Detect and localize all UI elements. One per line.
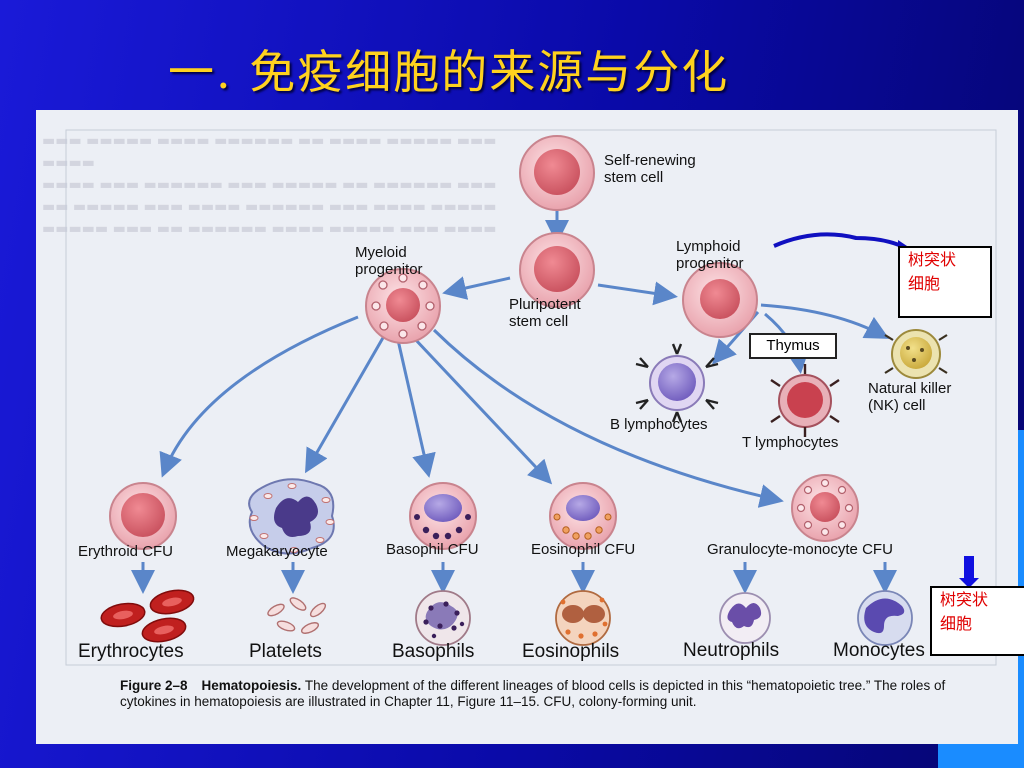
annotation-arrow-shaft (964, 556, 974, 580)
megakaryocyte-icon (248, 478, 335, 555)
annotation-curve-arrow (773, 232, 907, 250)
thymus-box: Thymus (749, 333, 837, 359)
b-lymphocyte-icon (635, 343, 719, 423)
slide-title: 一. 免疫细胞的来源与分化 (168, 45, 730, 99)
label-stem-cell: Self-renewing stem cell (604, 152, 696, 186)
pluripotent-cell-icon (519, 232, 595, 308)
eosinophil-cfu-icon (549, 482, 617, 550)
label-erythroid-cfu: Erythroid CFU (78, 543, 174, 560)
lymphoid-progenitor-icon (682, 262, 758, 338)
label-monocytes: Monocytes (833, 640, 925, 661)
annotation-dendritic-cell-2: 树突状 细胞 (930, 586, 1024, 656)
basophil-cfu-icon (409, 482, 477, 550)
down-arrow-icon (959, 578, 979, 588)
basophil-icon (415, 590, 471, 646)
arrow-to-eosinophil-cfu (412, 336, 553, 485)
annotation-dendritic-cell-1: 树突状 细胞 (898, 246, 992, 318)
t-lymphocyte-icon (770, 364, 840, 437)
figure-panel: ▬▬▬ ▬▬▬▬▬ ▬▬▬▬ ▬▬▬▬▬▬ ▬▬ ▬▬▬▬ ▬▬▬▬▬ ▬▬▬ … (36, 110, 1018, 744)
label-basophils: Basophils (392, 641, 475, 662)
platelets-icon (267, 597, 327, 634)
label-eosinophil-cfu: Eosinophil CFU (531, 541, 636, 558)
label-lymphoid-progenitor: Lymphoid progenitor (676, 238, 744, 272)
gm-cfu-icon (791, 474, 859, 542)
neutrophil-icon (719, 592, 771, 644)
arrow-to-nk-cell (760, 303, 890, 339)
erythroid-cfu-icon (109, 482, 177, 550)
arrow-to-gm-cfu (432, 328, 784, 508)
caption-figure-number: Figure 2–8 (120, 678, 188, 693)
arrow-to-lymphoid (597, 281, 678, 306)
label-b-lymphocytes: B lymphocytes (610, 416, 708, 433)
monocyte-icon (857, 590, 913, 646)
arrow-to-basophil-cfu (396, 339, 436, 478)
label-eosinophils: Eosinophils (522, 641, 620, 662)
label-megakaryocyte: Megakaryocyte (226, 543, 328, 560)
myeloid-progenitor-icon (365, 268, 441, 344)
caption-title: Hematopoiesis. (201, 678, 302, 693)
label-platelets: Platelets (249, 641, 322, 662)
label-nk-cell: Natural killer (NK) cell (868, 380, 952, 414)
caption-text: The development of the different lineage… (120, 678, 946, 709)
eosinophil-icon (555, 590, 611, 646)
figure-caption: Figure 2–8 Hematopoiesis. The development… (120, 678, 970, 710)
arrow-to-megakaryocyte (305, 335, 386, 474)
label-t-lymphocytes: T lymphocytes (742, 434, 839, 451)
background-texture: ▬▬▬ ▬▬▬▬▬ ▬▬▬▬ ▬▬▬▬▬▬ ▬▬ ▬▬▬▬ ▬▬▬▬▬ ▬▬▬ … (42, 133, 497, 237)
label-erythrocytes: Erythrocytes (78, 641, 184, 662)
erythrocytes-icon (100, 589, 195, 643)
arrow-to-erythroid (159, 315, 359, 478)
stem-cell-icon (519, 135, 595, 211)
label-basophil-cfu: Basophil CFU (386, 541, 479, 558)
label-neutrophils: Neutrophils (683, 640, 780, 661)
label-myeloid-progenitor: Myeloid progenitor (355, 244, 423, 278)
label-gm-cfu: Granulocyte-monocyte CFU (707, 541, 893, 558)
label-pluripotent-stem-cell: Pluripotent stem cell (509, 296, 581, 330)
nk-cell-icon (884, 329, 948, 379)
arrow-to-myeloid (442, 276, 511, 300)
hematopoiesis-diagram (65, 129, 997, 666)
